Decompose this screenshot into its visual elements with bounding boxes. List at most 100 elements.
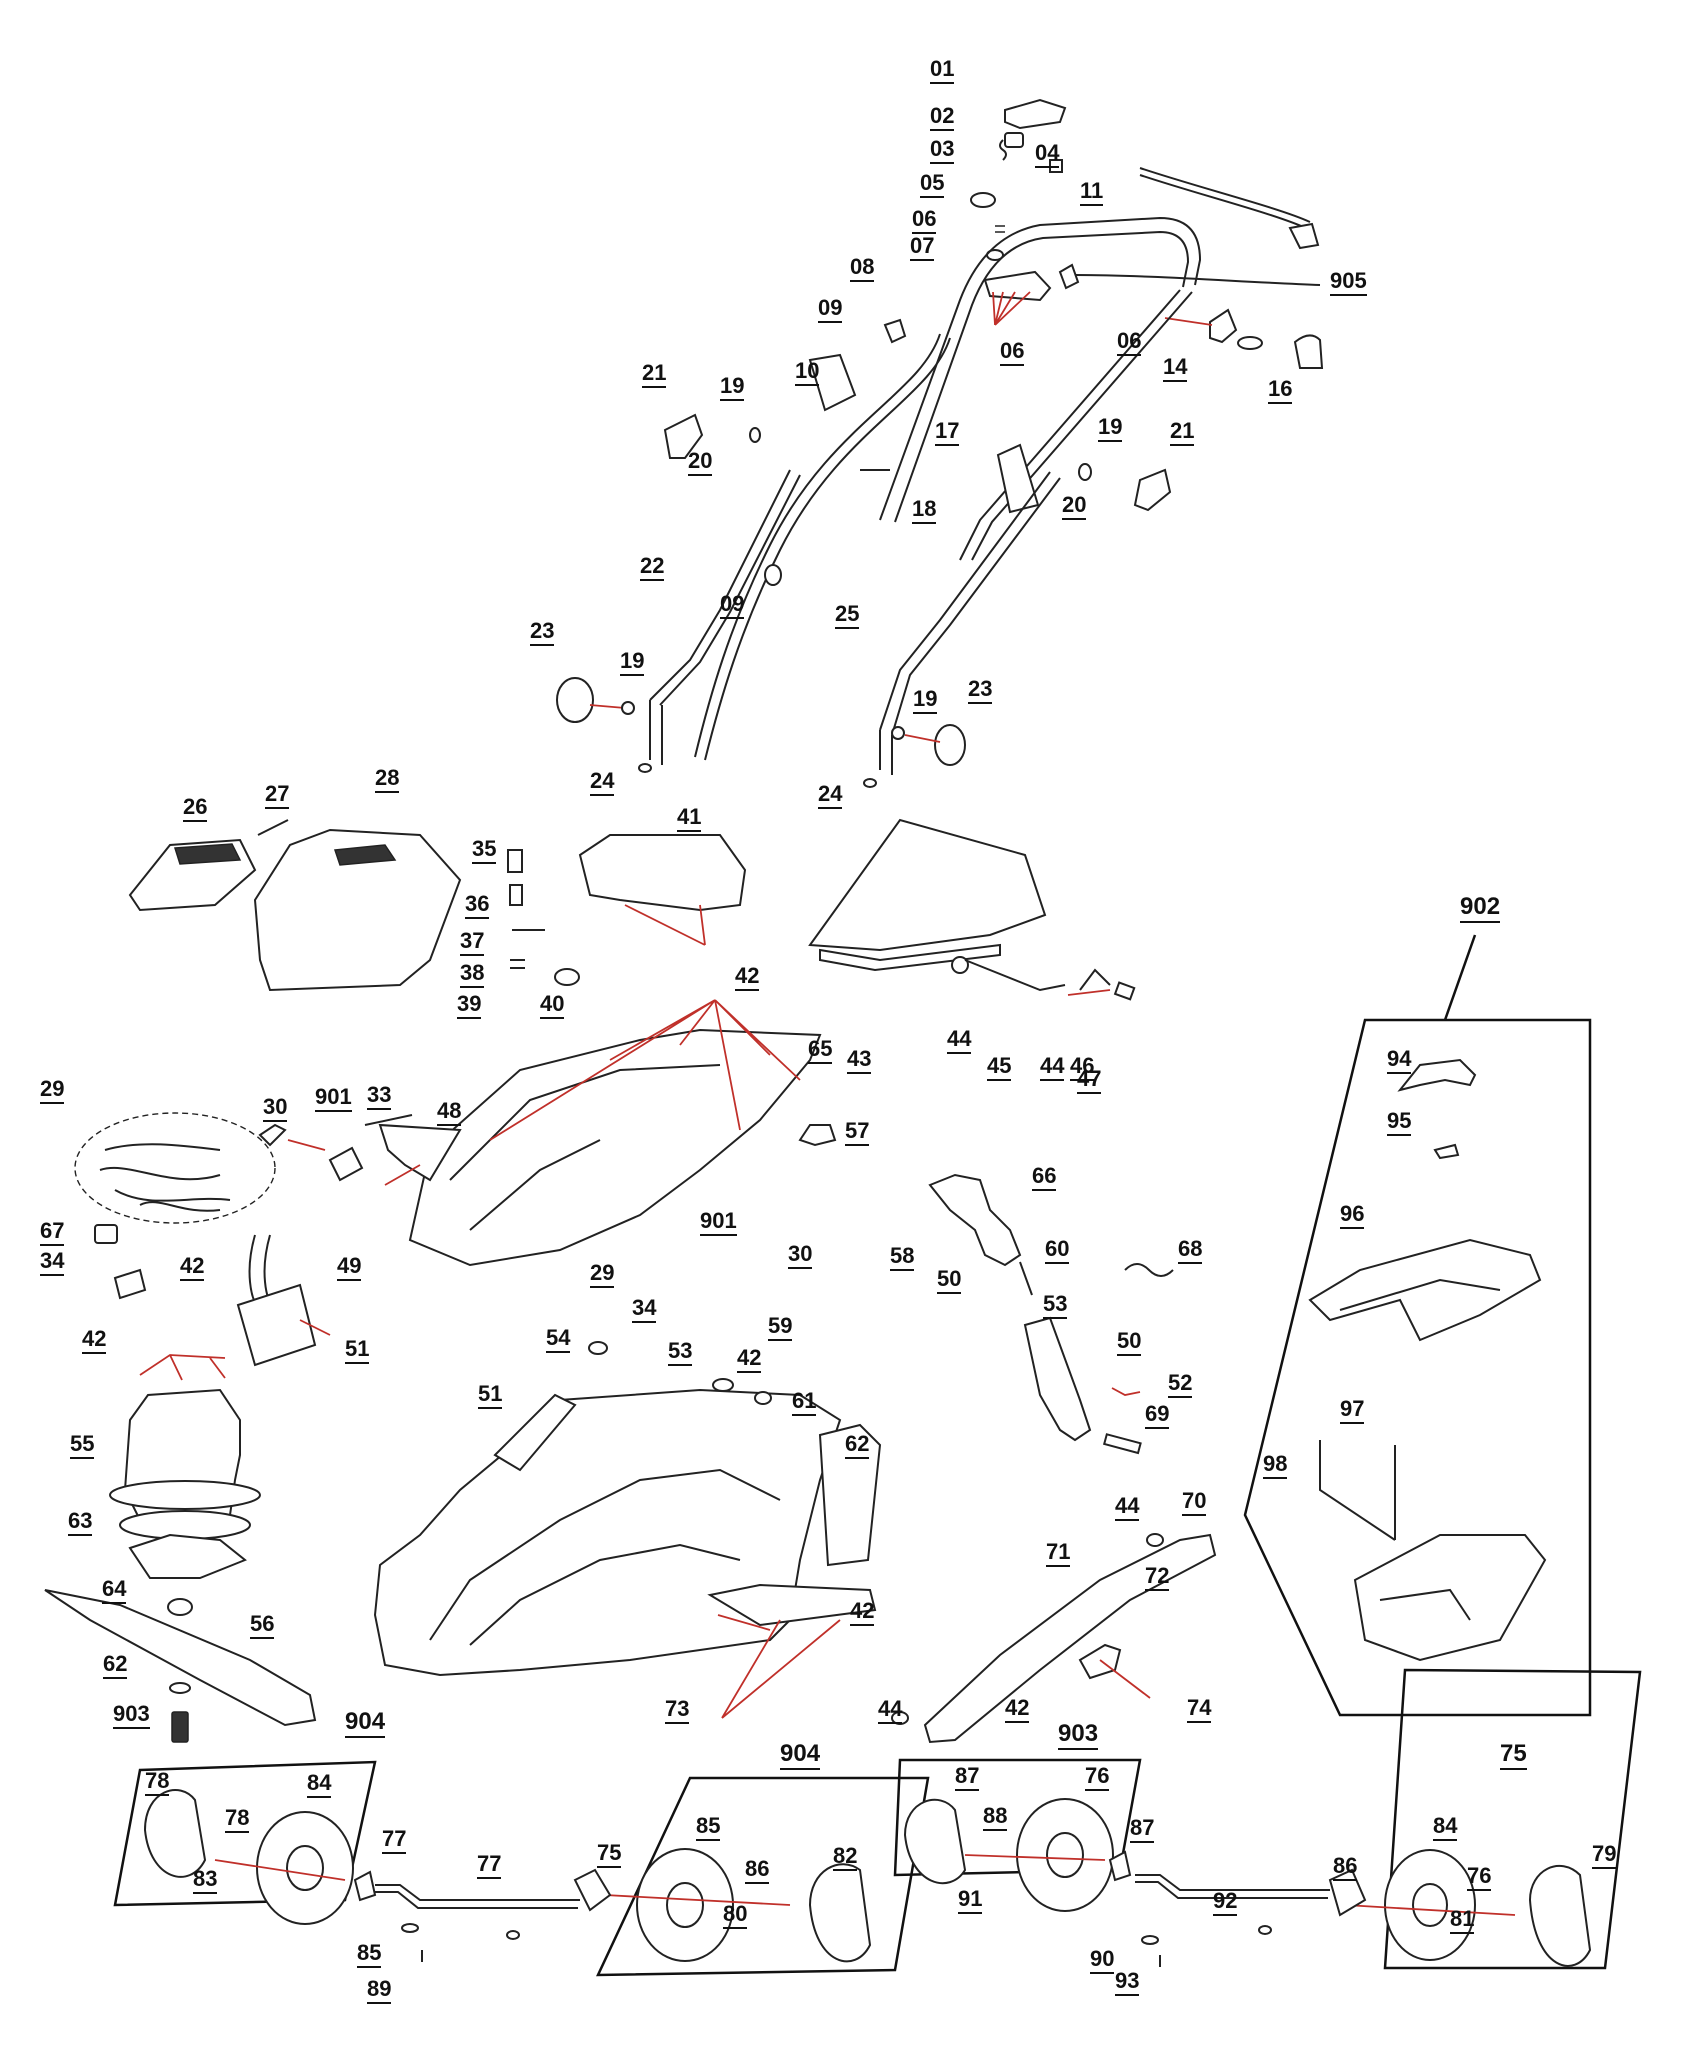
- group-label: 75: [1500, 1742, 1527, 1770]
- part-label: 901: [315, 1086, 352, 1112]
- part-label: 21: [642, 362, 667, 388]
- part-label: 64: [102, 1578, 127, 1604]
- handle-control-parts: [883, 98, 1324, 369]
- part-label: 30: [263, 1096, 288, 1122]
- part-label: 79: [1592, 1843, 1617, 1869]
- part-label: 50: [1117, 1330, 1142, 1356]
- part-label: 83: [193, 1868, 218, 1894]
- part-label: 94: [1387, 1048, 1412, 1074]
- part-label: 52: [1168, 1372, 1193, 1398]
- part-label: 57: [845, 1120, 870, 1146]
- part-label: 56: [250, 1613, 275, 1639]
- part-label: 51: [478, 1383, 503, 1409]
- lower-deck: [373, 1341, 882, 1719]
- part-label: 49: [337, 1255, 362, 1281]
- part-label: 18: [912, 498, 937, 524]
- part-label: 70: [1182, 1490, 1207, 1516]
- part-label: 01: [930, 58, 955, 84]
- part-label: 29: [40, 1078, 65, 1104]
- part-label: 78: [145, 1770, 170, 1796]
- part-label: 75: [597, 1842, 622, 1868]
- part-label: 62: [103, 1653, 128, 1679]
- part-label: 55: [70, 1433, 95, 1459]
- part-label: 25: [835, 603, 860, 629]
- part-label: 81: [1450, 1908, 1475, 1934]
- part-label: 98: [1263, 1453, 1288, 1479]
- part-label: 19: [913, 688, 938, 714]
- group-label: 904: [780, 1742, 821, 1770]
- part-label: 42: [735, 965, 760, 991]
- part-label: 59: [768, 1315, 793, 1341]
- part-label: 19: [720, 375, 745, 401]
- part-label: 34: [632, 1297, 657, 1323]
- part-label: 74: [1187, 1697, 1212, 1723]
- part-label: 67: [40, 1220, 65, 1246]
- part-label: 42: [737, 1347, 762, 1373]
- group-label: 903: [1058, 1722, 1099, 1750]
- part-label: 20: [1062, 494, 1087, 520]
- part-label: 09: [720, 593, 745, 619]
- group-label: 904: [345, 1710, 386, 1738]
- part-label: 58: [890, 1245, 915, 1271]
- part-label: 86: [745, 1858, 770, 1884]
- group-label-902: 902: [1460, 895, 1501, 923]
- part-label: 42: [82, 1328, 107, 1354]
- part-label: 71: [1046, 1541, 1071, 1567]
- part-label: 39: [457, 993, 482, 1019]
- part-label: 93: [1115, 1970, 1140, 1996]
- part-label: 54: [546, 1327, 571, 1353]
- part-label: 905: [1330, 270, 1367, 296]
- part-label: 24: [818, 783, 843, 809]
- part-label: 37: [460, 930, 485, 956]
- part-label: 86: [1333, 1855, 1358, 1881]
- part-label: 33: [367, 1084, 392, 1110]
- part-label: 14: [1163, 356, 1188, 382]
- part-label: 97: [1340, 1398, 1365, 1424]
- part-label: 78: [225, 1807, 250, 1833]
- part-label: 91: [958, 1888, 983, 1914]
- part-label: 84: [1433, 1815, 1458, 1841]
- part-label: 85: [357, 1942, 382, 1968]
- part-label: 69: [1145, 1403, 1170, 1429]
- part-label: 03: [930, 138, 955, 164]
- part-label: 95: [1387, 1110, 1412, 1136]
- part-label: 02: [930, 105, 955, 131]
- part-label: 53: [1043, 1293, 1068, 1319]
- part-label: 90: [1090, 1948, 1115, 1974]
- part-label: 96: [1340, 1203, 1365, 1229]
- part-label: 47: [1077, 1068, 1102, 1094]
- part-label: 903: [113, 1703, 150, 1729]
- part-label: 68: [1178, 1238, 1203, 1264]
- part-label: 23: [968, 678, 993, 704]
- motor-and-blade: [44, 1354, 317, 1743]
- part-label: 901: [700, 1210, 737, 1236]
- part-label: 17: [935, 420, 960, 446]
- part-label: 44: [1115, 1495, 1140, 1521]
- part-label: 29: [590, 1262, 615, 1288]
- part-label: 44: [947, 1028, 972, 1054]
- part-label: 44: [878, 1698, 903, 1724]
- part-label: 42: [850, 1600, 875, 1626]
- part-label: 34: [40, 1250, 65, 1276]
- part-label: 73: [665, 1698, 690, 1724]
- part-label: 87: [1130, 1817, 1155, 1843]
- part-label: 61: [792, 1390, 817, 1416]
- part-label: 24: [590, 770, 615, 796]
- part-label: 05: [920, 172, 945, 198]
- part-label: 53: [668, 1340, 693, 1366]
- part-label: 06: [1117, 330, 1142, 356]
- part-label: 84: [307, 1772, 332, 1798]
- part-label: 42: [1005, 1697, 1030, 1723]
- right-side-parts: [891, 1173, 1217, 1744]
- part-label: 87: [955, 1765, 980, 1791]
- part-label: 92: [1213, 1890, 1238, 1916]
- part-label: 27: [265, 783, 290, 809]
- part-label: 88: [983, 1805, 1008, 1831]
- part-label: 38: [460, 962, 485, 988]
- part-label: 44: [1040, 1055, 1065, 1081]
- part-label: 28: [375, 767, 400, 793]
- wheel-groups: [113, 1668, 1642, 1977]
- part-label: 07: [910, 235, 935, 261]
- part-label: 19: [620, 650, 645, 676]
